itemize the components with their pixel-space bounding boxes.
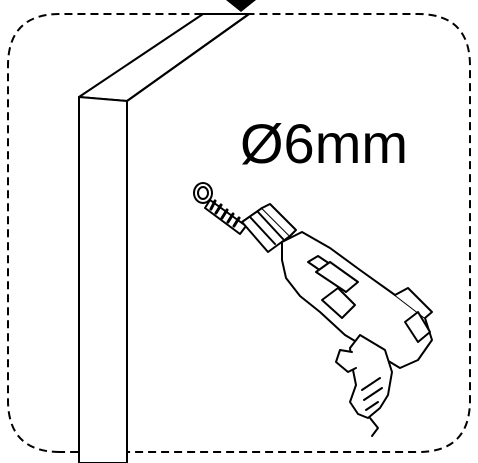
wall-panel-icon xyxy=(78,13,250,463)
drill-diameter-label: Ø6mm xyxy=(240,112,408,175)
electric-drill-icon xyxy=(193,182,433,437)
dashed-frame xyxy=(7,13,471,453)
arrow-down-icon xyxy=(226,0,256,12)
